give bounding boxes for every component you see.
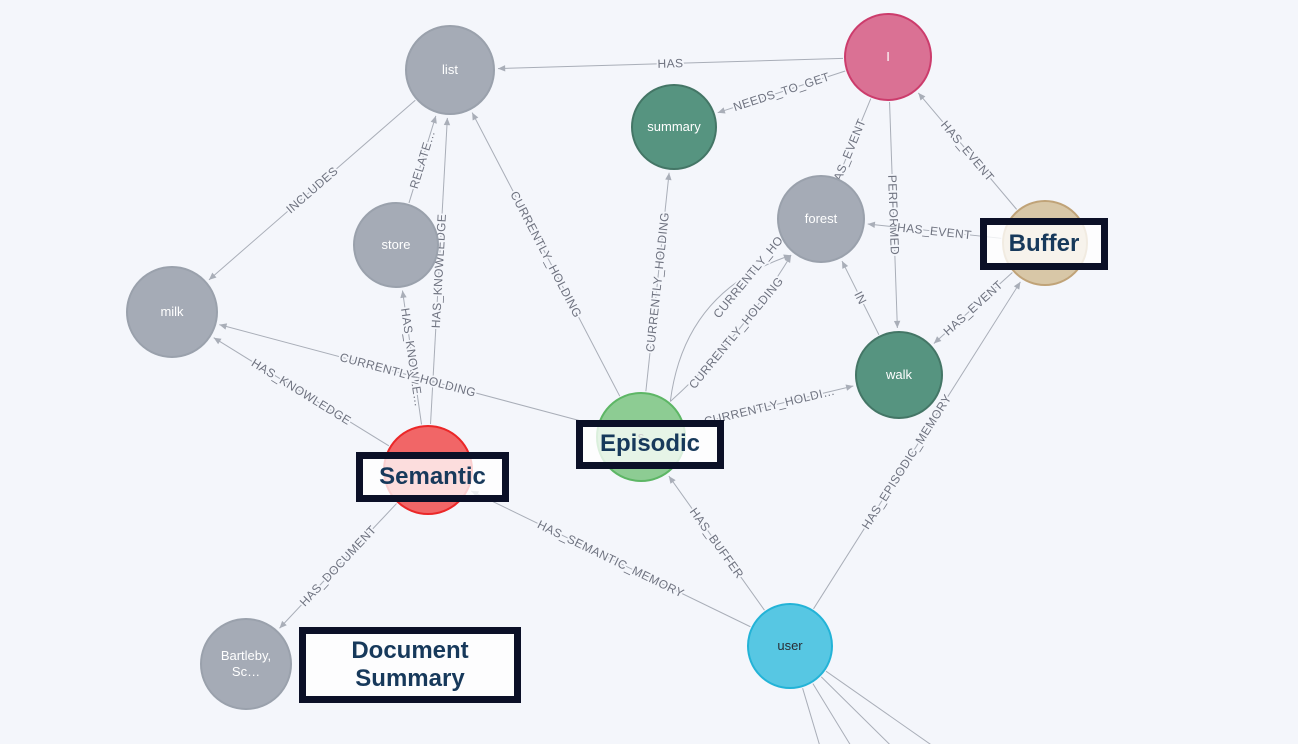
edge-label-i-list[interactable]: HAS — [656, 54, 686, 72]
edge-label-episodic-list[interactable]: CURRENTLY_HOLDING — [506, 187, 587, 322]
edge-label-episodic-walk[interactable]: CURRENTLY_HOLDI… — [701, 382, 838, 430]
edge-walk-forest[interactable] — [841, 260, 880, 335]
node-doc[interactable]: Bartleby, Sc… — [200, 618, 292, 710]
edge-episodic-summary[interactable] — [645, 172, 672, 392]
node-list[interactable]: list — [405, 25, 495, 115]
node-i[interactable]: I — [844, 13, 932, 101]
edge-label-user-episodic[interactable]: HAS_BUFFER — [685, 503, 748, 582]
edge-label-buffer-forest[interactable]: HAS_EVENT — [895, 219, 975, 244]
edge-offscreen — [820, 676, 890, 744]
node-episodic[interactable]: s — [596, 392, 686, 482]
edge-label-semantic-store[interactable]: HAS_KNOWLE… — [396, 305, 427, 409]
edge-episodic-list[interactable] — [471, 112, 621, 397]
edge-offscreen — [825, 670, 931, 744]
edge-semantic-milk[interactable] — [213, 337, 390, 447]
edge-label-i-walk[interactable]: PERFORMED — [883, 173, 903, 257]
edge-semantic-doc[interactable] — [279, 503, 397, 629]
edge-user-episodic[interactable] — [668, 475, 765, 611]
edge-buffer-walk[interactable] — [933, 272, 1013, 344]
node-summary[interactable]: summary — [631, 84, 717, 170]
edge-offscreen — [802, 688, 820, 744]
edge-episodic-walk[interactable] — [685, 384, 854, 427]
edge-semantic-store[interactable] — [400, 290, 423, 425]
edge-label-store-list[interactable]: RELATE… — [405, 127, 440, 193]
edge-label-semantic-doc[interactable]: HAS_DOCUMENT — [295, 521, 381, 611]
node-milk[interactable]: milk — [126, 266, 218, 358]
edge-label-i-summary[interactable]: NEEDS_TO_GET — [730, 68, 834, 116]
edge-offscreen — [812, 683, 851, 744]
edge-label-buffer-walk[interactable]: HAS_EVENT — [939, 276, 1008, 340]
edge-label-buffer-i[interactable]: HAS_EVENT — [936, 116, 999, 186]
edge-i-walk[interactable] — [889, 101, 901, 329]
edge-episodic-forest[interactable] — [669, 254, 792, 402]
edge-label-episodic-summary[interactable]: CURRENTLY_HOLDING — [641, 210, 673, 355]
edge-label-semantic-milk[interactable]: HAS_KNOWLEDGE — [247, 354, 355, 430]
node-store[interactable]: store — [353, 202, 439, 288]
edge-label-walk-forest[interactable]: IN — [850, 287, 872, 308]
edge-store-list[interactable] — [408, 115, 437, 204]
edge-user-buffer[interactable] — [813, 281, 1021, 610]
edge-buffer-forest[interactable] — [867, 221, 1002, 239]
edge-buffer-i[interactable] — [917, 92, 1018, 210]
node-forest[interactable]: forest — [777, 175, 865, 263]
edge-i-forest[interactable] — [838, 98, 872, 176]
edge-list-milk[interactable] — [208, 99, 416, 281]
node-buffer[interactable] — [1002, 200, 1088, 286]
edge-episodic-forest[interactable] — [669, 254, 792, 402]
edge-episodic-milk[interactable] — [219, 323, 597, 426]
edge-i-summary[interactable] — [717, 70, 846, 114]
edge-label-list-milk[interactable]: INCLUDES — [282, 162, 343, 218]
node-user[interactable]: user — [747, 603, 833, 689]
edge-user-semantic[interactable] — [470, 490, 751, 628]
edge-i-list[interactable] — [497, 57, 844, 72]
node-walk[interactable]: walk — [855, 331, 943, 419]
edge-label-user-semantic[interactable]: HAS_SEMANTIC_MEMORY — [533, 516, 688, 603]
node-semantic[interactable] — [383, 425, 473, 515]
edge-semantic-list[interactable] — [430, 117, 451, 425]
